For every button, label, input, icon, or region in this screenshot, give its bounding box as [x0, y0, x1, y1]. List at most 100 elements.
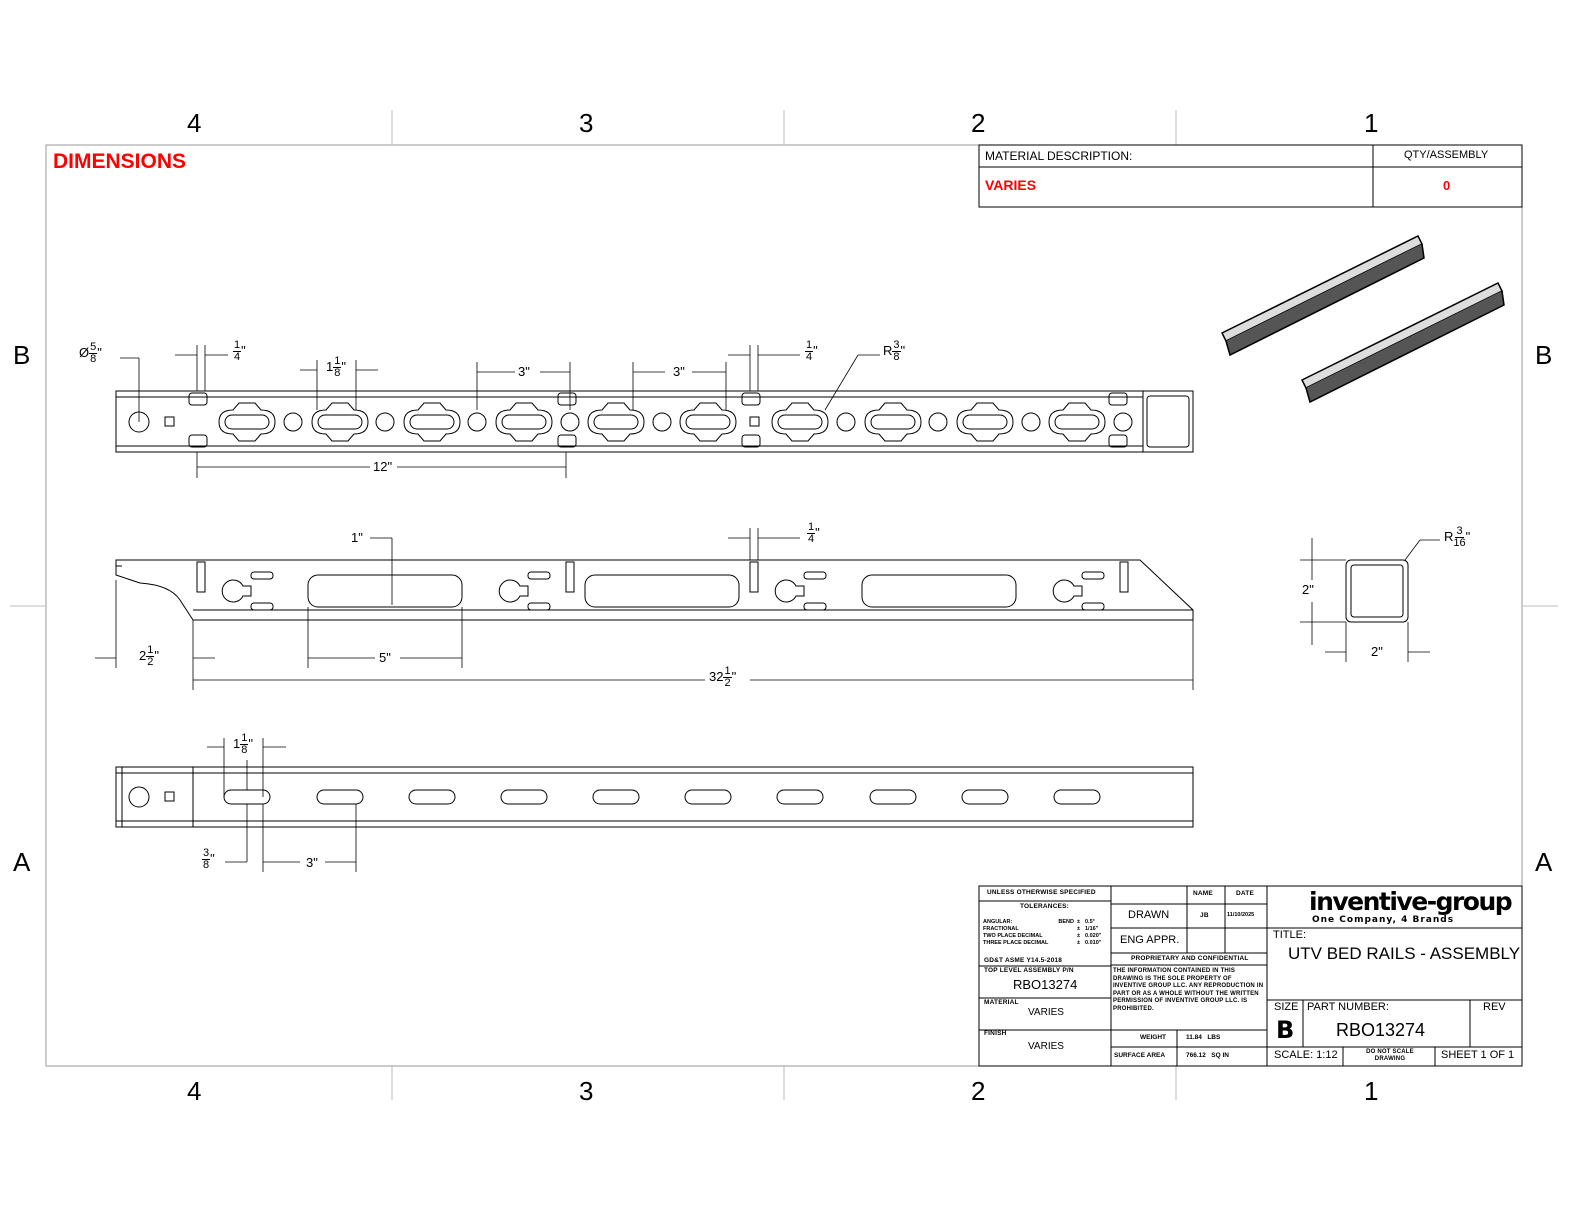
slot — [1081, 571, 1105, 580]
tab-notch — [188, 434, 208, 448]
tube-section-view — [1345, 559, 1409, 623]
slot — [961, 789, 1009, 805]
slot — [592, 789, 640, 805]
dim-slot-depth: 1" — [350, 530, 364, 545]
zone-col-1-top: 1 — [1364, 108, 1379, 138]
hole — [560, 412, 580, 432]
tab-notch — [557, 434, 577, 448]
tb-sheet: SHEET 1 OF 1 — [1441, 1049, 1515, 1061]
zone-col-3-top: 3 — [579, 108, 594, 138]
tb-drawn-name: JB — [1200, 912, 1209, 919]
tab-notch — [1108, 392, 1128, 406]
slot — [527, 571, 551, 580]
slot — [250, 602, 274, 611]
tb-drawn-label: DRAWN — [1128, 909, 1170, 921]
tb-name-header: NAME — [1193, 890, 1213, 897]
lobed-slot — [587, 402, 645, 442]
zone-row-b-right: B — [1535, 340, 1553, 370]
tolerance-label: THREE PLACE DECIMAL — [983, 940, 1049, 946]
zone-dividers — [10, 110, 1558, 1100]
hole — [467, 412, 487, 432]
lobed-slot — [1048, 402, 1106, 442]
slot — [870, 414, 916, 430]
material-desc-value: VARIES — [985, 177, 1037, 193]
hole — [652, 412, 672, 432]
zone-col-4-top: 4 — [187, 108, 202, 138]
tolerance-pm: ± — [1077, 919, 1081, 925]
rail-side-view — [115, 559, 1194, 621]
slot — [593, 414, 639, 430]
tb-surface-label: SURFACE AREA — [1114, 1052, 1166, 1059]
rail-bottom-view — [115, 766, 1194, 828]
tolerance-pm: ± — [1077, 933, 1081, 939]
tb-surface-value: 766.12 SQ IN — [1186, 1052, 1229, 1059]
hole — [375, 412, 395, 432]
zone-row-b-left: B — [13, 340, 31, 370]
tb-unless: UNLESS OTHERWISE SPECIFIED — [987, 889, 1096, 896]
tolerance-val: 0.010" — [1085, 940, 1102, 946]
slot — [685, 414, 731, 430]
slot — [777, 414, 823, 430]
slot — [803, 571, 827, 580]
tb-title-value: UTV BED RAILS - ASSEMBLY — [1288, 944, 1521, 963]
slot — [1081, 602, 1105, 611]
hole — [283, 412, 303, 432]
section-title: DIMENSIONS — [53, 150, 187, 173]
tb-finish-value: VARIES — [1028, 1041, 1064, 1052]
keyhole — [221, 579, 252, 603]
tolerance-val: 1/16" — [1085, 926, 1099, 932]
qty-label: QTY/ASSEMBLY — [1404, 149, 1489, 161]
tb-size-label: SIZE — [1274, 1001, 1299, 1013]
slot — [776, 789, 824, 805]
tolerance-pm: ± — [1077, 926, 1081, 932]
tolerance-val: 0.5° — [1085, 919, 1095, 925]
zone-col-4-bottom: 4 — [187, 1076, 202, 1106]
dimension-lines — [95, 345, 1440, 872]
tab-notch — [741, 392, 761, 406]
tb-proprietary-text: THE INFORMATION CONTAINED IN THIS DRAWIN… — [1113, 968, 1264, 1012]
company-tagline: One Company, 4 Brands — [1312, 915, 1455, 925]
zone-row-a-left: A — [13, 847, 31, 877]
slot — [224, 414, 270, 430]
tb-top-level-label: TOP LEVEL ASSEMBLY P/N — [984, 967, 1074, 974]
rail-top-view — [115, 390, 1194, 453]
tolerance-label: FRACTIONAL — [983, 926, 1019, 932]
tolerance-label: TWO PLACE DECIMAL — [983, 933, 1043, 939]
tb-material-label: MATERIAL — [984, 999, 1019, 1006]
tolerance-line: FRACTIONAL ±1/16" — [983, 926, 1109, 933]
tb-tolerance-list: ANGULAR:BEND±0.5°FRACTIONAL±1/16"TWO PLA… — [983, 919, 1109, 947]
tab-notch — [1108, 434, 1128, 448]
tb-gdt: GD&T ASME Y14.5-2018 — [984, 957, 1063, 964]
tb-date-header: DATE — [1236, 890, 1255, 897]
dim-pitch-a: 3" — [517, 364, 531, 379]
slot — [962, 414, 1008, 430]
tb-drawn-date: 11/10/2025 — [1227, 912, 1255, 918]
lobed-slot — [403, 402, 461, 442]
dim-tube-height: 2" — [1301, 582, 1315, 597]
lobed-slot — [771, 402, 829, 442]
tolerance-val: 0.020" — [1085, 933, 1102, 939]
slot — [408, 789, 456, 805]
tb-part-label: PART NUMBER: — [1307, 1001, 1389, 1013]
tab-notch — [741, 434, 761, 448]
slot — [409, 414, 455, 430]
slot — [250, 571, 274, 580]
zone-col-2-bottom: 2 — [971, 1076, 986, 1106]
keyhole — [498, 579, 529, 603]
tb-size-value: B — [1276, 1016, 1295, 1044]
tab-notch — [188, 392, 208, 406]
slot — [501, 414, 547, 430]
hole — [1113, 412, 1133, 432]
zone-col-3-bottom: 3 — [579, 1076, 594, 1106]
slot — [684, 789, 732, 805]
